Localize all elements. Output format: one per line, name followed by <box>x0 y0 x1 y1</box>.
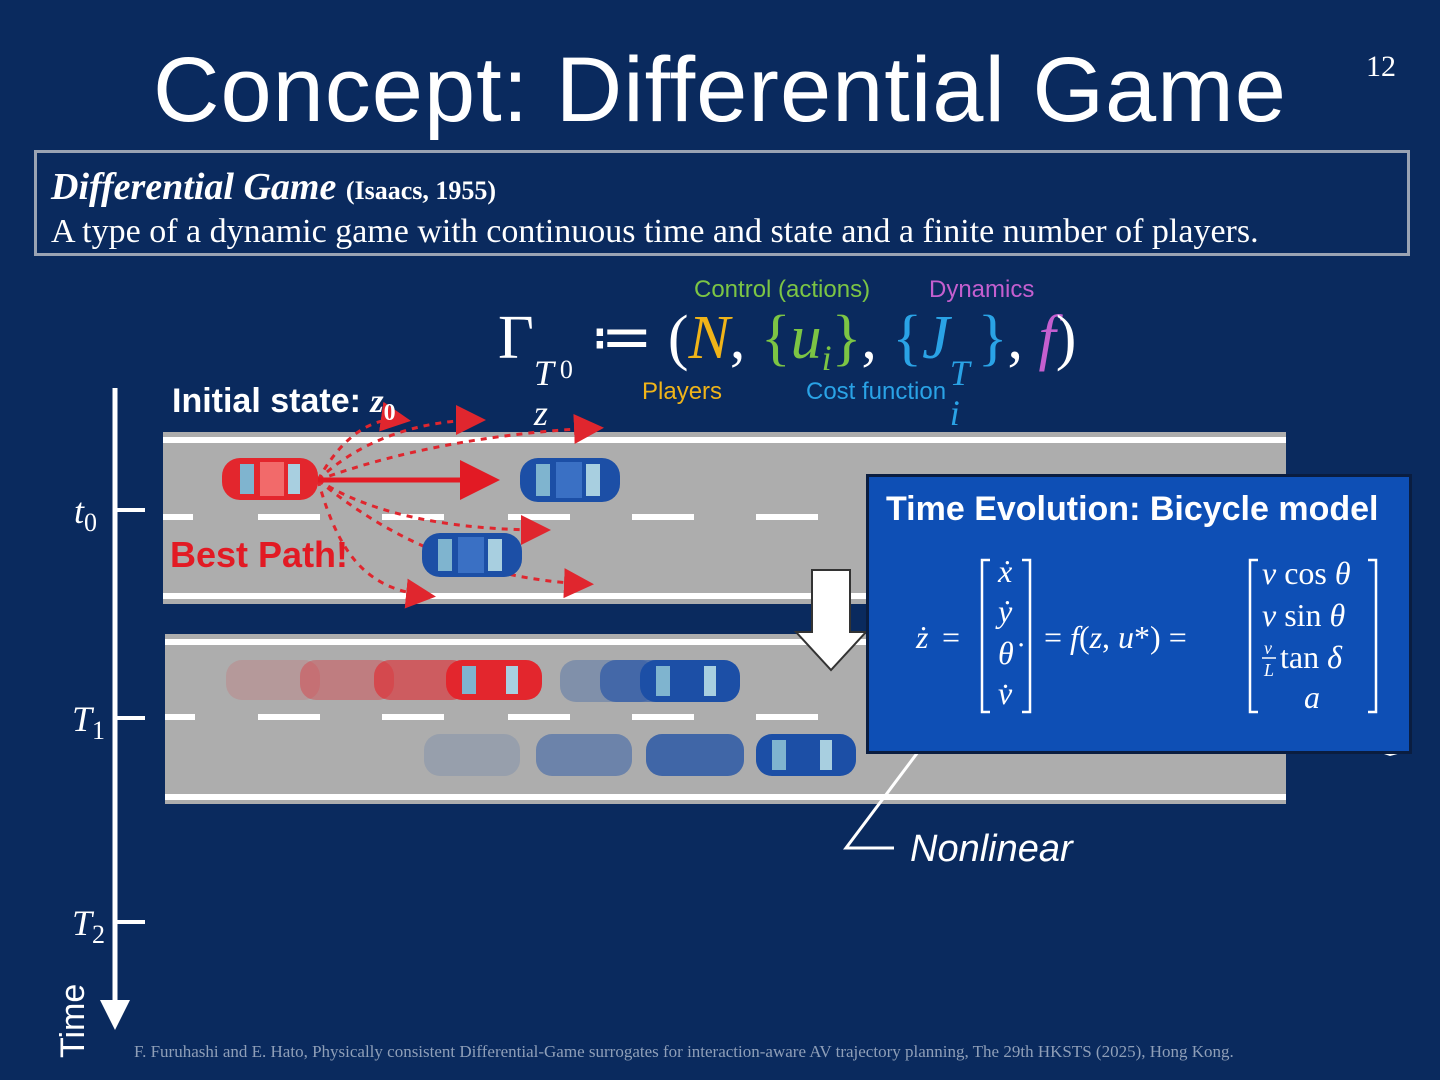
red-car <box>222 458 318 500</box>
footer-citation: F. Furuhashi and E. Hato, Physically con… <box>134 1042 1234 1061</box>
svg-text:θ̇: θ̇ <box>998 635 1024 671</box>
blue-car-trail-lower <box>424 734 856 776</box>
best-path-label: Best Path! <box>170 534 349 575</box>
nonlinear-label: Nonlinear <box>910 828 1073 870</box>
candidate-paths <box>316 401 604 609</box>
definition-box: Differential Game (Isaacs, 1955) A type … <box>34 150 1410 256</box>
svg-text:tan δ: tan δ <box>1280 639 1343 675</box>
time-axis <box>100 388 145 1030</box>
svg-text:v̇: v̇ <box>998 675 1013 711</box>
svg-text:v sin θ: v sin θ <box>1262 597 1345 633</box>
svg-text:a: a <box>1304 679 1320 715</box>
svg-text:ẏ: ẏ <box>995 593 1013 629</box>
svg-text:= f(z, u*) =: = f(z, u*) = <box>1044 619 1187 655</box>
label-players: Players <box>642 378 723 405</box>
definition-heading: Differential Game (Isaacs, 1955) <box>51 165 496 209</box>
bicycle-model-title: Time Evolution: Bicycle model <box>886 490 1379 528</box>
tick-t0: t0 <box>74 491 98 537</box>
label-cost: Cost function <box>806 378 947 405</box>
definition-citation: (Isaacs, 1955) <box>345 176 497 205</box>
red-car-trail <box>226 660 542 700</box>
svg-text:=: = <box>942 619 960 655</box>
svg-text:v: v <box>1264 638 1272 658</box>
tick-T1: T1 <box>72 699 106 745</box>
evolution-arrow <box>793 569 869 672</box>
tick-T2: T2 <box>72 903 106 949</box>
svg-text:ż: ż <box>915 619 929 655</box>
definition-term: Differential Game <box>51 166 337 208</box>
slide-title: Concept: Differential Game <box>153 39 1287 141</box>
blue-car-adjacent <box>422 533 522 577</box>
label-dynamics: Dynamics <box>929 276 1035 303</box>
bicycle-model-callout <box>866 474 1412 754</box>
nonlinear-pointer <box>843 727 938 850</box>
label-control: Control (actions) <box>694 276 871 303</box>
svg-text:ẋ: ẋ <box>997 553 1013 589</box>
blue-car-ahead <box>520 458 620 502</box>
initial-state-label: Initial state: z0 <box>172 382 396 426</box>
bicycle-model-equation: ż = ẋ ẏ θ̇ v̇ = f(z, u*) = v cos θ v sin… <box>915 553 1378 715</box>
time-axis-label: Time <box>54 983 92 1058</box>
definition-text: A type of a dynamic game with continuous… <box>51 213 1259 250</box>
svg-text:v cos θ: v cos θ <box>1262 555 1351 591</box>
blue-car-trail-upper <box>560 660 740 702</box>
page-number: 12 <box>1366 50 1396 83</box>
svg-text:L: L <box>1263 660 1274 680</box>
